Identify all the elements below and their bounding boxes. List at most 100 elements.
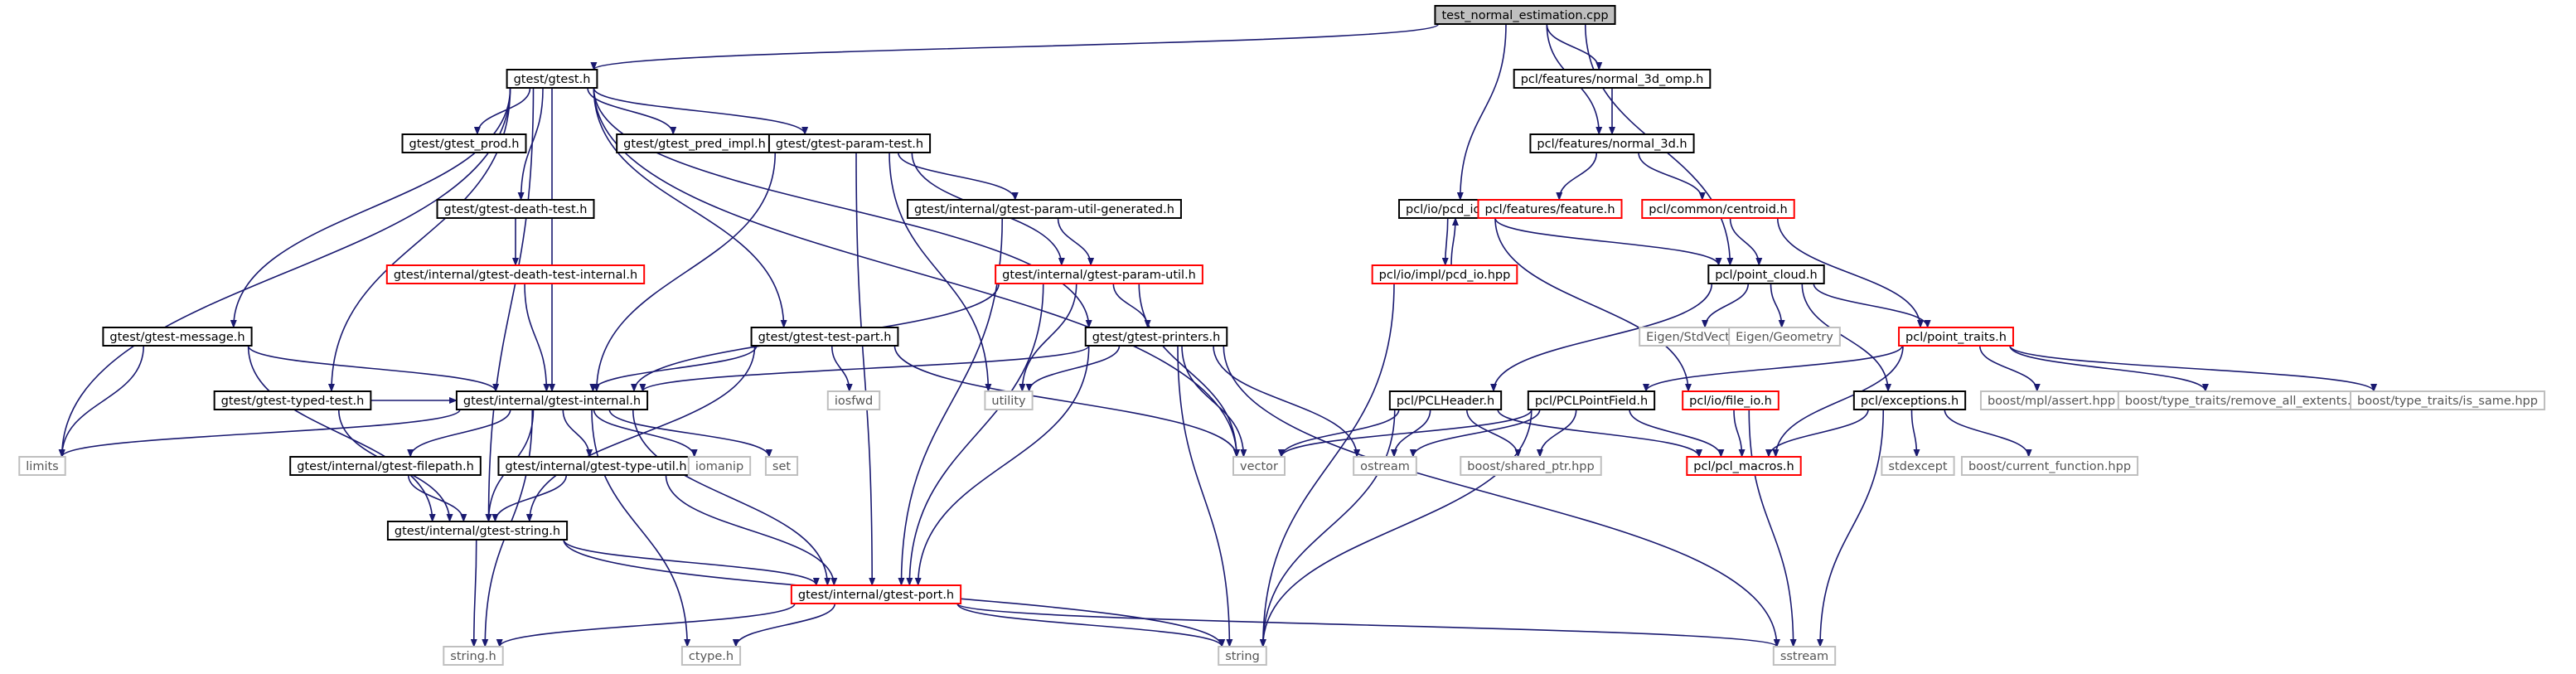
node-box <box>1529 133 1695 153</box>
node-vector: vector <box>1232 456 1286 476</box>
node-pointtraits[interactable]: pcl/point_traits.h <box>1898 327 2014 347</box>
node-gdeath[interactable]: gtest/gtest-death-test.h <box>436 199 595 219</box>
node-label: Eigen/StdVector <box>1646 331 1742 344</box>
edge-exceptions-to-sstream <box>1817 409 1885 647</box>
edge-pclheader-to-bshared <box>1465 409 1522 458</box>
edge-gtest-to-gtestpart <box>593 87 787 328</box>
node-gtest[interactable]: gtest/gtest.h <box>506 69 598 89</box>
node-gpredimpl[interactable]: gtest/gtest_pred_impl.h <box>616 133 773 153</box>
edge-gparamtest-to-gpugen <box>897 152 1019 201</box>
edge-pclheader-to-pclmacros <box>1497 409 1702 458</box>
node-pointcloud[interactable]: pcl/point_cloud.h <box>1707 264 1825 284</box>
edge-gfilepath-to-gstring <box>407 474 467 522</box>
node-box <box>995 264 1203 284</box>
node-label: gtest/gtest-printers.h <box>1092 331 1221 344</box>
node-gtyped[interactable]: gtest/gtest-typed-test.h <box>213 390 372 410</box>
node-pcdimpl[interactable]: pcl/io/impl/pcd_io.hpp <box>1371 264 1518 284</box>
edge-gdeathint-to-ginternal <box>524 283 550 392</box>
edge-gprinters-to-string <box>1177 345 1233 647</box>
node-pcdio[interactable]: pcl/io/pcd_io.h <box>1398 199 1499 219</box>
edge-gstring-to-gport <box>563 539 820 586</box>
node-iosfwd: iosfwd <box>826 390 881 410</box>
node-gparamutil[interactable]: gtest/internal/gtest-param-util.h <box>995 264 1203 284</box>
node-label: test_normal_estimation.cpp <box>1441 9 1608 22</box>
node-box <box>401 133 527 153</box>
node-gtypeutil[interactable]: gtest/internal/gtest-type-util.h <box>497 456 695 476</box>
edge-gprinters-to-gport <box>914 345 1090 586</box>
edge-gprinters-to-utility <box>1025 345 1121 392</box>
edge-ginternal-to-gport <box>632 409 831 586</box>
edge-pointcloud-to-exceptions <box>1801 283 1892 392</box>
node-gmessage[interactable]: gtest/gtest-message.h <box>102 327 253 347</box>
edge-gtest-to-gstring <box>485 87 535 522</box>
node-gstring[interactable]: gtest/internal/gtest-string.h <box>386 521 569 541</box>
node-gprinters[interactable]: gtest/gtest-printers.h <box>1084 327 1228 347</box>
node-label: boost/type_traits/remove_all_extents.hpp <box>2125 395 2374 408</box>
node-label: pcl/point_cloud.h <box>1715 269 1817 282</box>
node-gprod[interactable]: gtest/gtest_prod.h <box>401 133 527 153</box>
node-gport[interactable]: gtest/internal/gtest-port.h <box>790 584 962 604</box>
node-box <box>1353 456 1417 476</box>
node-box <box>790 584 962 604</box>
node-box <box>826 390 881 410</box>
edge-gtest-to-gpredimpl <box>587 87 677 135</box>
node-pclpointfield[interactable]: pcl/PCLPointField.h <box>1527 390 1656 410</box>
edge-exceptions-to-bcurfunc <box>1944 409 2032 458</box>
node-box <box>18 456 66 476</box>
node-exceptions[interactable]: pcl/exceptions.h <box>1852 390 1967 410</box>
node-fileio[interactable]: pcl/io/file_io.h <box>1682 390 1779 410</box>
node-label: pcl/io/file_io.h <box>1689 395 1772 408</box>
node-label: gtest/internal/gtest-internal.h <box>463 395 641 408</box>
node-gpugen[interactable]: gtest/internal/gtest-param-util-generate… <box>907 199 1182 219</box>
node-bmplassert: boost/mpl/assert.hpp <box>1979 390 2123 410</box>
node-n3domp[interactable]: pcl/features/normal_3d_omp.h <box>1513 69 1712 89</box>
node-box <box>1513 69 1712 89</box>
node-box <box>213 390 372 410</box>
edge-gparamutil-to-vector <box>1138 283 1240 458</box>
edge-gtestpart-to-gstring <box>525 345 756 522</box>
node-gdeathint[interactable]: gtest/internal/gtest-death-test-internal… <box>385 264 646 284</box>
node-box <box>750 327 899 347</box>
node-root[interactable]: test_normal_estimation.cpp <box>1434 5 1616 25</box>
node-label: gtest/gtest_prod.h <box>409 138 520 151</box>
node-label: pcl/features/feature.h <box>1484 203 1615 216</box>
node-pclmacros[interactable]: pcl/pcl_macros.h <box>1686 456 1802 476</box>
edge-pcdio-to-pointcloud <box>1494 217 1722 266</box>
node-n3d[interactable]: pcl/features/normal_3d.h <box>1529 133 1695 153</box>
node-gparamtest[interactable]: gtest/gtest-param-test.h <box>767 133 932 153</box>
node-label: set <box>772 460 791 473</box>
node-eigengeo: Eigen/Geometry <box>1728 327 1841 347</box>
edge-gtestpart-to-vector <box>893 345 1240 458</box>
node-pclheader[interactable]: pcl/PCLHeader.h <box>1388 390 1503 410</box>
edge-pointcloud-to-pointtraits <box>1813 283 1931 328</box>
node-label: boost/type_traits/is_same.hpp <box>2357 395 2538 408</box>
node-label: iosfwd <box>835 395 873 408</box>
node-label: pcl/common/centroid.h <box>1649 203 1787 216</box>
edge-gtestpart-to-ginternal <box>589 345 758 392</box>
node-box <box>1641 199 1795 219</box>
node-feature[interactable]: pcl/features/feature.h <box>1477 199 1623 219</box>
edge-exceptions-to-pclmacros <box>1765 409 1869 458</box>
edge-gstring-to-stringh <box>470 539 477 647</box>
edge-pointtraits-to-pclmacros <box>1772 345 1904 458</box>
node-label: gtest/internal/gtest-filepath.h <box>297 460 474 473</box>
node-centroid[interactable]: pcl/common/centroid.h <box>1641 199 1795 219</box>
node-box <box>443 646 504 666</box>
node-label: gtest/internal/gtest-type-util.h <box>505 460 686 473</box>
node-ginternal[interactable]: gtest/internal/gtest-internal.h <box>455 390 649 410</box>
edge-gmessage-to-ginternal <box>247 345 500 392</box>
node-label: Eigen/Geometry <box>1736 331 1833 344</box>
node-box <box>2350 390 2545 410</box>
node-box <box>1728 327 1841 347</box>
edge-gparamutil-to-utility <box>1019 283 1077 392</box>
edge-root-to-n3domp <box>1546 23 1603 70</box>
edge-gtypeutil-to-gstring <box>491 474 568 522</box>
node-box <box>680 646 742 666</box>
node-label: boost/shared_ptr.hpp <box>1467 460 1594 473</box>
edge-pclpointfield-to-string <box>1259 409 1533 647</box>
node-gtestpart[interactable]: gtest/gtest-test-part.h <box>750 327 899 347</box>
node-box <box>455 390 649 410</box>
node-label: string <box>1225 650 1260 663</box>
node-gfilepath[interactable]: gtest/internal/gtest-filepath.h <box>289 456 482 476</box>
node-label: gtest/gtest-message.h <box>109 331 245 344</box>
